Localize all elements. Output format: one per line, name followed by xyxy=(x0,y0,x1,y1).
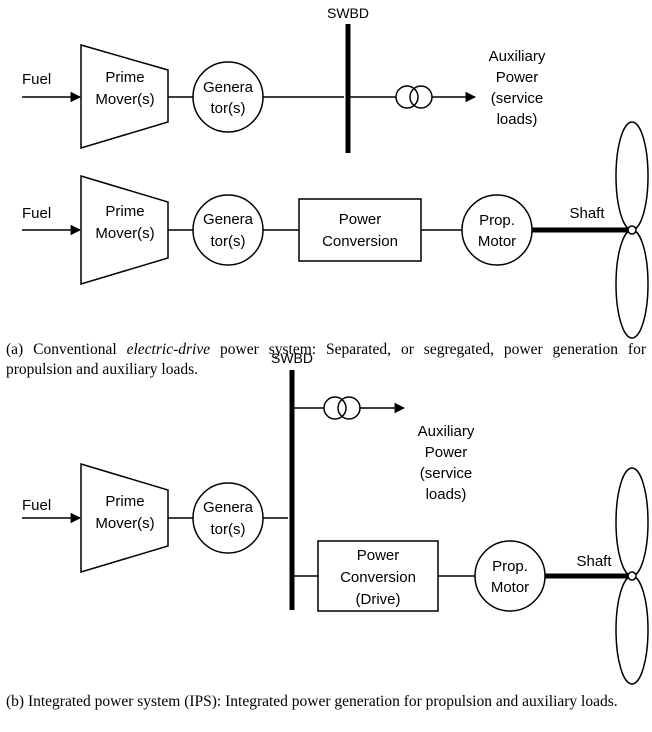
auxiliary-label-b-3: (service xyxy=(420,465,473,482)
prime-mover-label-a2: Prime xyxy=(105,203,144,220)
caption-a-emphasis: electric-drive xyxy=(126,341,211,358)
generator-label-b-line2: tor(s) xyxy=(211,521,246,538)
propeller-icon-a xyxy=(615,121,649,339)
auxiliary-label-b-1: Auxiliary xyxy=(418,423,475,440)
caption-a-suffix: power system: Separated, or segregated, … xyxy=(6,341,646,378)
generator-circle-a1 xyxy=(192,61,264,133)
swbd-label-b: SWBD xyxy=(271,350,313,366)
fuel-label-a1: Fuel xyxy=(22,71,51,88)
auxiliary-label-b-2: Power xyxy=(425,444,468,461)
svg-text:Fuel: Fuel xyxy=(22,71,51,88)
auxiliary-label-a-3: (service xyxy=(491,90,544,107)
power-conversion-label-b-line2: Conversion xyxy=(340,569,416,586)
power-conversion-label-b: Power xyxy=(357,547,400,564)
caption-a-prefix: (a) Conventional xyxy=(6,341,127,358)
auxiliary-label-b-4: loads) xyxy=(426,486,467,503)
prime-mover-label-b-line2: Mover(s) xyxy=(95,515,154,532)
generator-label-a1: Genera xyxy=(203,79,254,96)
shaft-label-a: Shaft xyxy=(569,205,605,222)
auxiliary-label-a-2: Power xyxy=(496,69,539,86)
prime-mover-label-b: Prime xyxy=(105,493,144,510)
shaft-label-b: Shaft xyxy=(576,553,612,570)
caption-b: (b) Integrated power system (IPS): Integ… xyxy=(6,693,618,710)
prop-motor-label-b-line2: Motor xyxy=(491,579,529,596)
generator-circle-b xyxy=(192,482,264,554)
swbd-label-a: SWBD xyxy=(327,5,369,21)
generator-label-a2-line2: tor(s) xyxy=(211,233,246,250)
fuel-label-a2: Fuel xyxy=(22,205,51,222)
prime-mover-label-a1-line2: Mover(s) xyxy=(95,91,154,108)
prime-mover-block-a2 xyxy=(80,174,169,286)
auxiliary-label-a-4: loads) xyxy=(497,111,538,128)
power-conversion-label-b-line3: (Drive) xyxy=(356,591,401,608)
prop-motor-label-b: Prop. xyxy=(492,558,528,575)
prime-mover-label-a2-line2: Mover(s) xyxy=(95,225,154,242)
fuel-label-b: Fuel xyxy=(22,497,51,514)
auxiliary-label-a-1: Auxiliary xyxy=(489,48,546,65)
generator-label-b: Genera xyxy=(203,499,254,516)
power-conversion-label-a-line2: Conversion xyxy=(322,233,398,250)
prime-mover-label-a1: Prime xyxy=(105,69,144,86)
power-conversion-block-a xyxy=(298,198,422,262)
generator-circle-a2 xyxy=(192,194,264,266)
prop-motor-circle-a xyxy=(461,194,533,266)
prime-mover-block-a1 xyxy=(80,44,169,150)
diagram-a: Fuel Prime Mover(s) Genera tor(s) SWBD A… xyxy=(22,5,649,339)
prime-mover-block-b xyxy=(80,462,169,574)
generator-label-a1-line2: tor(s) xyxy=(211,100,246,117)
diagram-b: Fuel Prime Mover(s) Genera tor(s) SWBD A… xyxy=(22,350,649,685)
prop-motor-label-a: Prop. xyxy=(479,212,515,229)
generator-label-a2: Genera xyxy=(203,211,254,228)
propeller-icon-b xyxy=(615,467,649,685)
prop-motor-circle-b xyxy=(474,540,546,612)
transformer-icon-b xyxy=(323,396,361,420)
power-conversion-label-a: Power xyxy=(339,211,382,228)
caption-a: (a) Conventional electric-drive power sy… xyxy=(6,340,646,380)
transformer-icon-a xyxy=(395,85,433,109)
prop-motor-label-a-line2: Motor xyxy=(478,233,516,250)
